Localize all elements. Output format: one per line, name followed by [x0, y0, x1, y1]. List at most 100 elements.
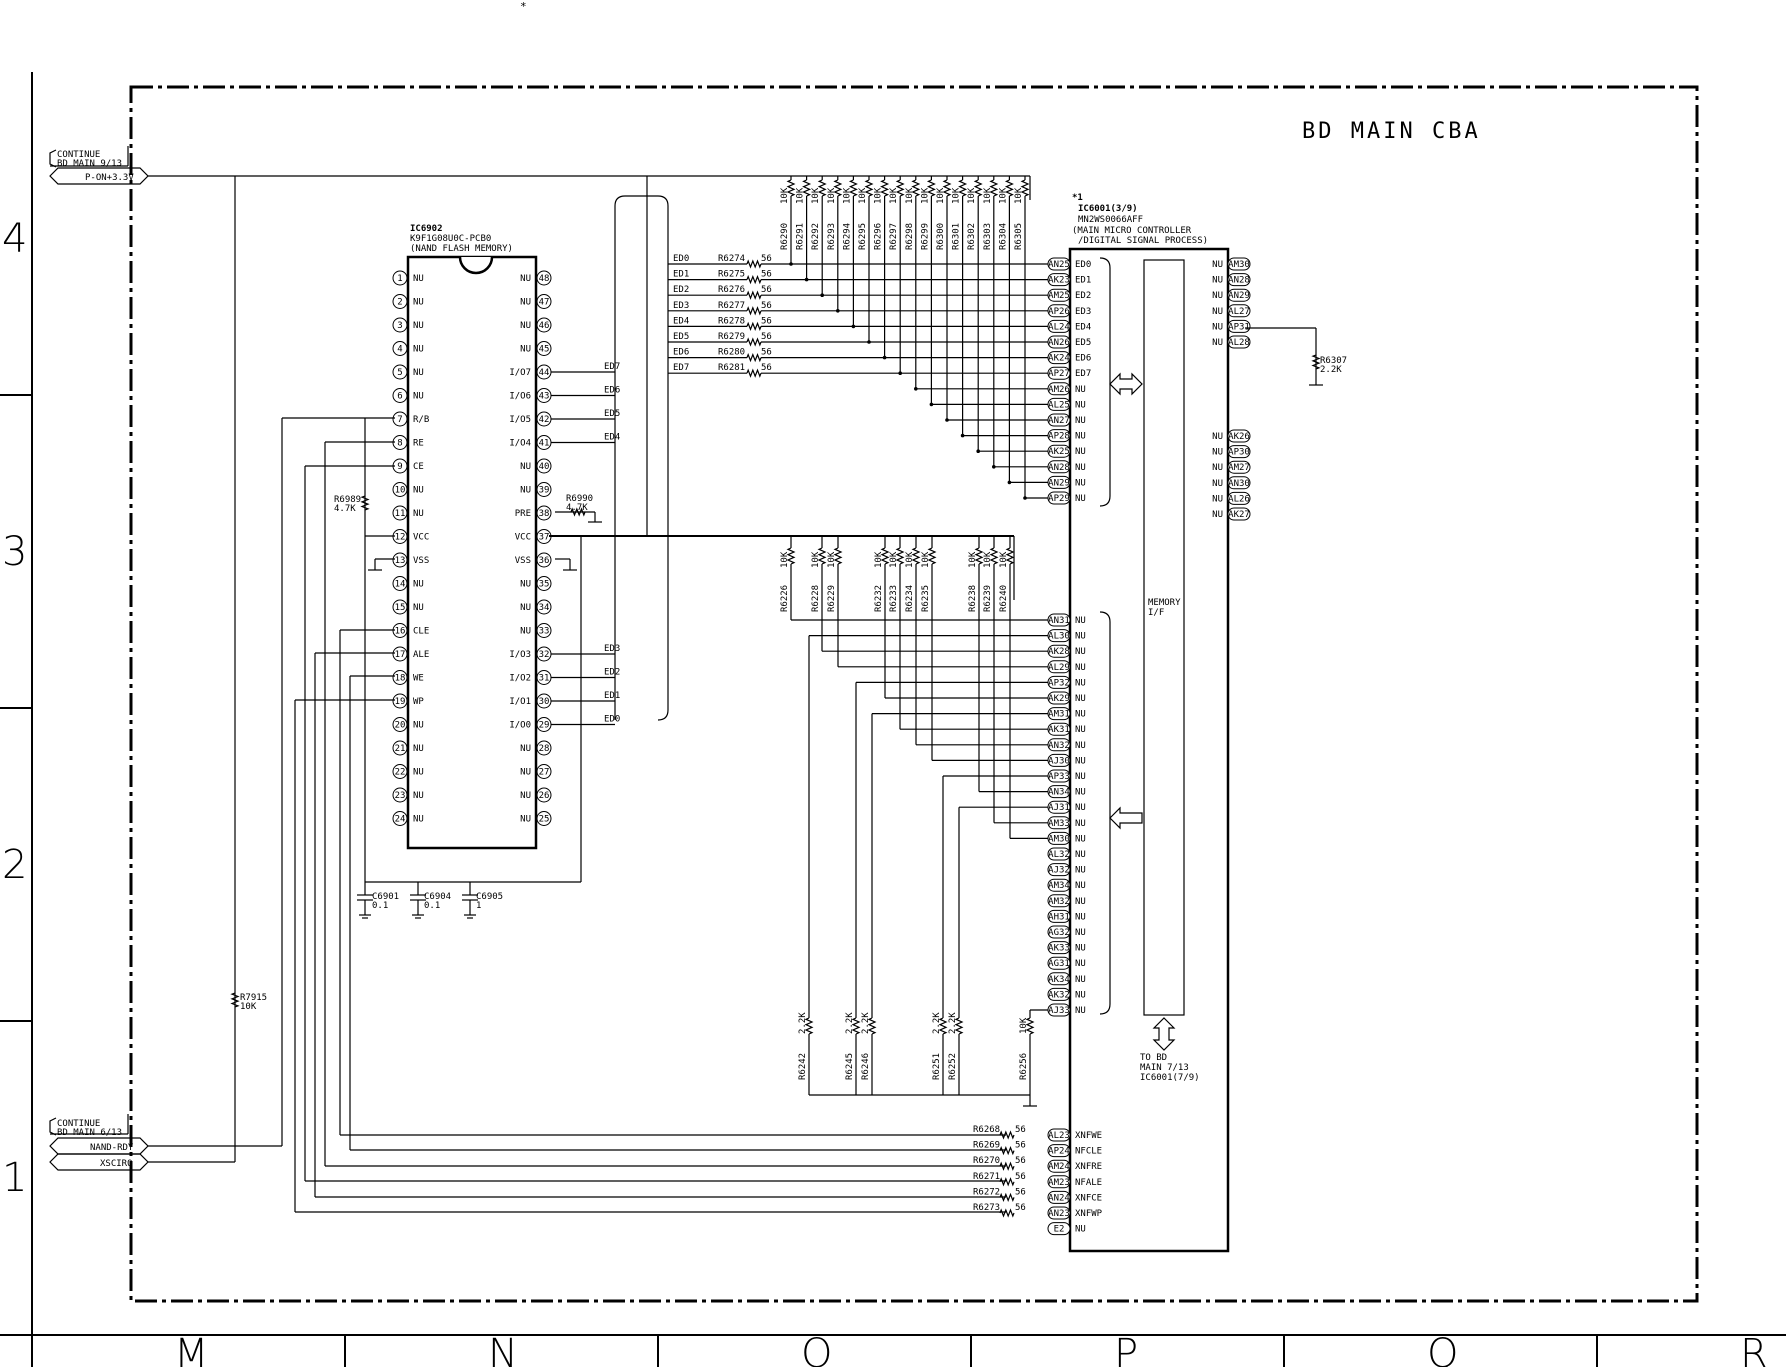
ic6902-desc: (NAND FLASH MEMORY): [410, 244, 513, 254]
resistor-value: 10K: [936, 187, 946, 204]
mcu-pin-number: AN23: [1048, 1209, 1070, 1219]
mcu-pin-name: NU: [1075, 928, 1086, 938]
mcu-pin-name: XNFCE: [1075, 1193, 1102, 1203]
mcu-pin-name: NU: [1075, 416, 1086, 426]
ic6001-main-controller: *1 IC6001(3/9) MN2WS0066AFF (MAIN MICRO …: [1047, 193, 1251, 1253]
resistor-value: 10K: [1014, 187, 1024, 204]
resistor-value: 10K: [874, 187, 884, 204]
mcu-pin-name: NU: [1075, 772, 1086, 782]
mcu-pin-number: E2: [1054, 1225, 1065, 1235]
resistor-symbol: [786, 179, 796, 197]
nand-pin-name: NU: [520, 791, 531, 801]
mcu-pin-number: AL23: [1048, 1131, 1070, 1141]
resistor-symbol: [989, 179, 999, 197]
ed-net-label: ED2: [673, 285, 689, 295]
nand-pin-name: NU: [413, 392, 424, 402]
resistor-ref: R6233: [889, 585, 899, 612]
resistor-ref: R6304: [998, 223, 1008, 250]
mcu-pin-number: AP29: [1048, 494, 1070, 504]
resistor-ref: R6252: [948, 1053, 958, 1080]
nand-pin-name: NU: [520, 274, 531, 284]
mcu-pin-name: NU: [1075, 756, 1086, 766]
nand-io-net-label: ED0: [604, 715, 620, 725]
resistor-value: 2.2K: [798, 1012, 808, 1034]
resistor-symbol: [817, 179, 827, 197]
mcu-pin-number: AM26: [1048, 385, 1070, 395]
mcu-pin-number: AM31: [1048, 710, 1070, 720]
resistor-ref: R6301: [952, 223, 962, 250]
nand-pin-number: 31: [539, 674, 550, 684]
mcu-pin-name: NU: [1075, 725, 1086, 735]
mcu-pin-number: AK25: [1048, 447, 1070, 457]
ic6902-nand-flash: IC6902 K9F1G08U0C-PCB0 (NAND FLASH MEMOR…: [392, 224, 620, 850]
resistor-symbol: [880, 179, 890, 197]
nand-io-net-label: ED4: [604, 433, 620, 443]
mcu-pin-number: AL24: [1048, 322, 1070, 332]
mcu-pin-number: AK32: [1048, 990, 1070, 1000]
mcu-pin-number: AN26: [1048, 338, 1070, 348]
resistor-value: 56: [1015, 1156, 1026, 1166]
mcu-pin-oval: [1047, 941, 1071, 955]
mcu-pin-number: AN34: [1048, 788, 1070, 798]
ed-net-label: ED3: [673, 301, 689, 311]
nand-pin-circle: [392, 787, 408, 803]
resistor-symbol: [895, 547, 905, 565]
mcu-pin-number: AN28: [1228, 276, 1250, 286]
mcu-pin-name: NU: [1075, 990, 1086, 1000]
mcu-pin-number: AJ33: [1048, 1006, 1070, 1016]
resistor-symbol: [746, 290, 762, 300]
c6901-value: 0.1: [372, 901, 388, 911]
memory-if-label1: MEMORY: [1148, 598, 1181, 608]
mcu-pin-name: NU: [1075, 616, 1086, 626]
mcu-pin-name: NU: [1075, 1225, 1086, 1235]
mcu-pin-name: NU: [1212, 291, 1223, 301]
resistor-symbol: [926, 179, 936, 197]
ic6902-part: K9F1G08U0C-PCB0: [410, 234, 491, 244]
resistor-ref: R6305: [1014, 223, 1024, 250]
resistor-value: 10K: [920, 187, 930, 204]
nand-pin-number: 4: [397, 345, 402, 355]
resistor-symbol: [942, 179, 952, 197]
nand-pin-number: 42: [539, 415, 550, 425]
ed-net-label: ED5: [673, 332, 689, 342]
nand-pin-name: R/B: [413, 415, 429, 425]
resistor-ref: R6256: [1019, 1053, 1029, 1080]
mcu-pin-number: AL28: [1228, 338, 1250, 348]
nand-pin-name: NU: [520, 627, 531, 637]
nand-pin-number: 40: [539, 462, 550, 472]
net-nand-rdy: NAND-RDY: [90, 1143, 134, 1153]
row-label-4: 4: [2, 216, 27, 262]
mcu-pin-name: NU: [1075, 944, 1086, 954]
resistor-symbol: [570, 507, 586, 517]
nand-pin-name: VSS: [515, 556, 531, 566]
nand-pin-number: 9: [397, 462, 402, 472]
mcu-pin-name: NU: [1075, 385, 1086, 395]
nand-pin-circle: [536, 270, 552, 286]
nand-pin-number: 1: [397, 274, 402, 284]
nand-pin-number: 43: [539, 392, 550, 402]
mcu-pin-name: NU: [1212, 494, 1223, 504]
resistor-symbol: [999, 1192, 1015, 1203]
resistor-symbol: [1025, 1017, 1035, 1035]
resistor-symbol: [833, 547, 843, 565]
resistor-value: 10K: [842, 187, 852, 204]
connector-top-line2: BD MAIN 9/13: [57, 159, 122, 169]
resistor-value: 10K: [999, 551, 1009, 568]
mcu-pin-number: AL26: [1228, 494, 1250, 504]
mcu-pin-number: AK27: [1228, 510, 1250, 520]
resistor-ref: R6276: [718, 285, 745, 295]
junction-dot: [867, 340, 871, 344]
resistor-symbol: [895, 179, 905, 197]
resistor-value: 10K: [967, 187, 977, 204]
mcu-pin-number: AG31: [1048, 959, 1070, 969]
r6307-value: 2.2K: [1320, 365, 1342, 375]
junction-dot: [960, 433, 965, 438]
nand-pin-number: 10: [395, 486, 406, 496]
nand-pin-name: NU: [413, 345, 424, 355]
nand-pin-circle: [392, 552, 408, 568]
star-mark: *: [520, 0, 527, 13]
to-bd-label3: IC6001(7/9): [1140, 1073, 1200, 1083]
to-bd-label1: TO BD: [1140, 1053, 1167, 1063]
resistor-value: 10K: [905, 187, 915, 204]
